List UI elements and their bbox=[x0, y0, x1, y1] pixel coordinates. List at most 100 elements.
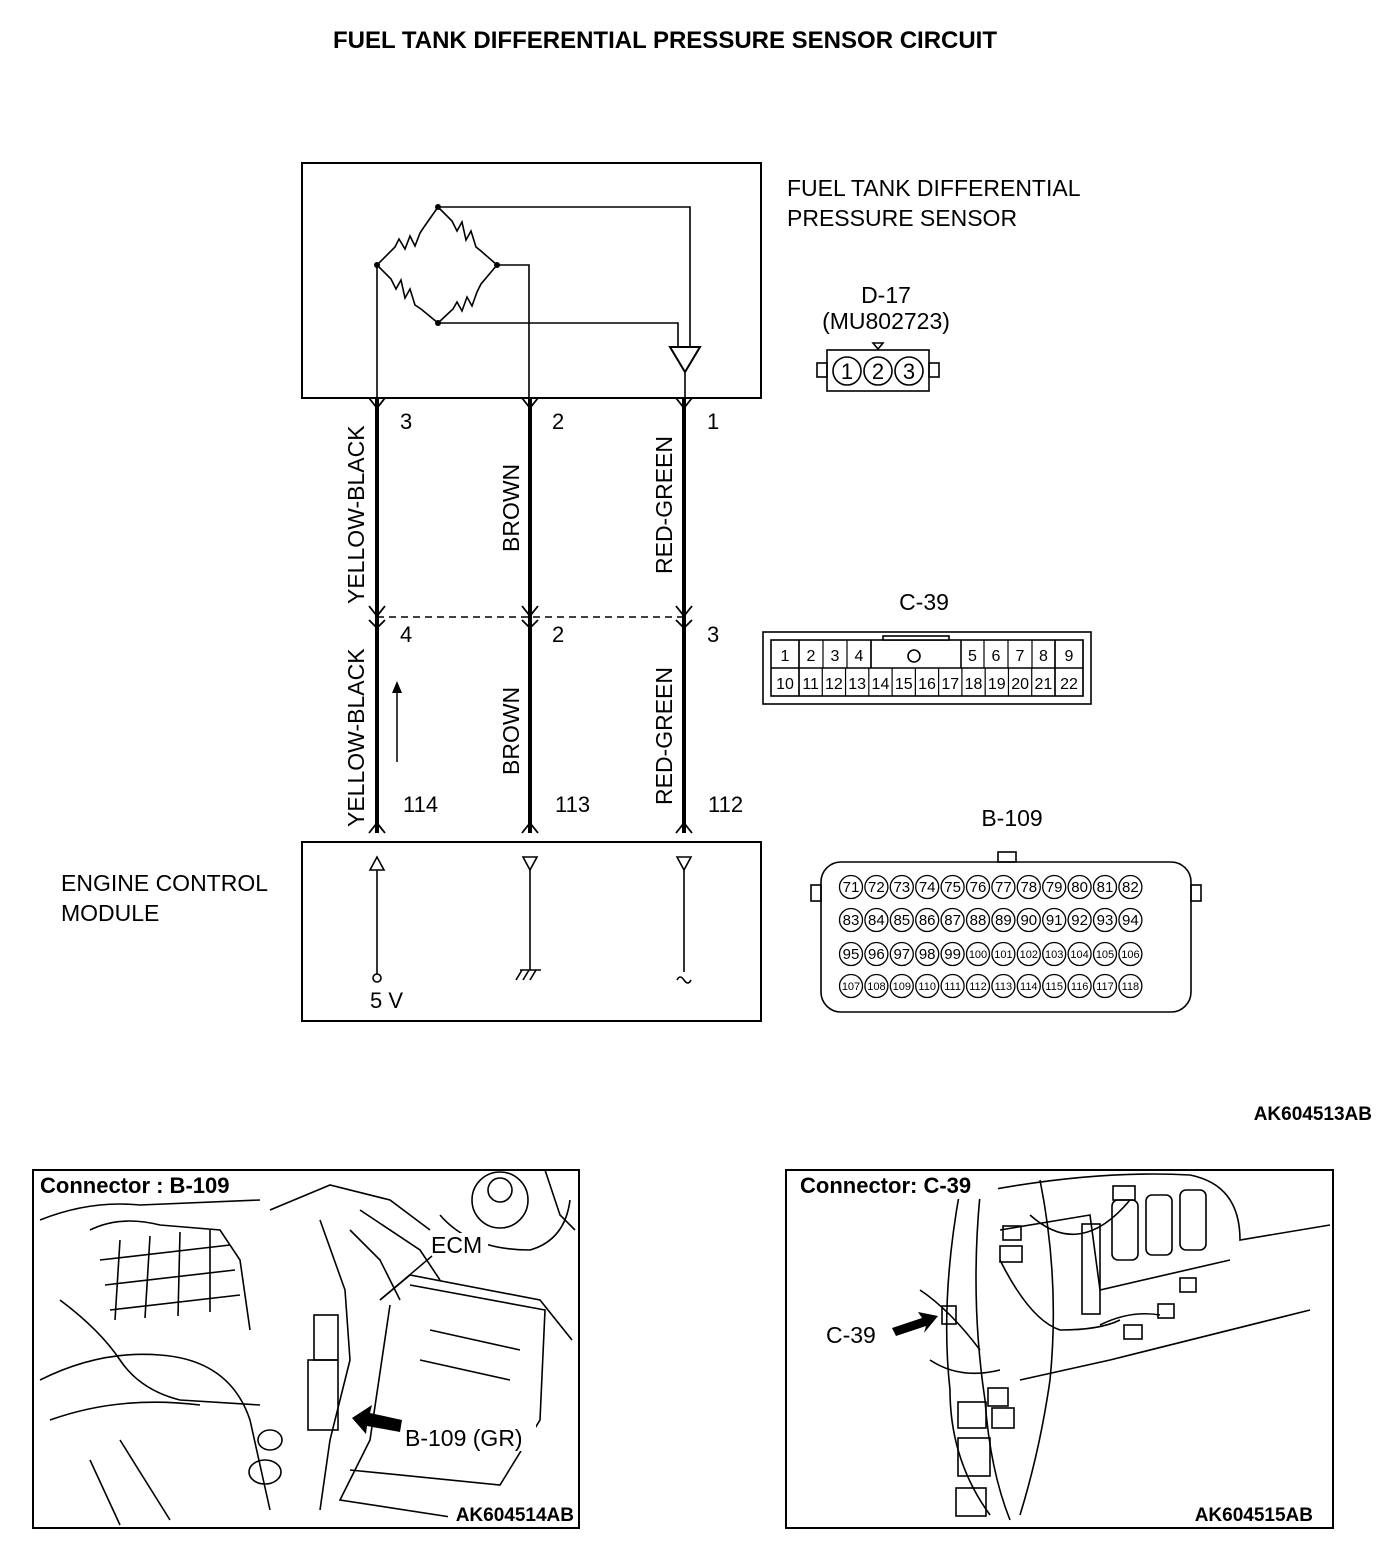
c39-cavity-1: 1 bbox=[781, 648, 790, 665]
b109-cavity-ring bbox=[965, 941, 991, 967]
b109-cavity-73: 73 bbox=[893, 879, 910, 896]
wheatstone-bridge bbox=[376, 206, 702, 398]
b109-cavity-ring bbox=[889, 907, 914, 933]
sensor-pin-3: 3 bbox=[400, 409, 412, 434]
b109-cavity-ring bbox=[1067, 874, 1092, 900]
b109-cavity-105: 105 bbox=[1096, 949, 1114, 961]
ecm-pin-113: 113 bbox=[555, 792, 590, 817]
b109-cavity-ring bbox=[1016, 941, 1041, 967]
b109-cavity-ring bbox=[940, 941, 965, 967]
b109-cavity-ring bbox=[940, 874, 965, 900]
photo-connector-c39: Connector: C-39 C-39 AK604515AB bbox=[785, 1169, 1334, 1529]
figure-code-left: AK604514AB bbox=[456, 1505, 574, 1526]
b109-cavity-79: 79 bbox=[1046, 879, 1063, 896]
b109-cavity-ring bbox=[1042, 907, 1067, 933]
c39-cavity-6: 6 bbox=[992, 648, 1001, 665]
b109-cavity-ring bbox=[1118, 907, 1143, 933]
b109-cavity-ring bbox=[991, 973, 1016, 999]
b109-connector-face bbox=[810, 851, 1202, 1013]
b109-cavity-ring bbox=[1118, 874, 1143, 900]
b109-cavity-93: 93 bbox=[1097, 912, 1114, 929]
b109-cavity-ring bbox=[1042, 973, 1067, 999]
junction-pin-4: 4 bbox=[400, 622, 412, 647]
b109-cavity-ring bbox=[889, 973, 914, 999]
wire-color-brown-upper: BROWN bbox=[498, 464, 524, 552]
c39-cavity-5: 5 bbox=[968, 648, 977, 665]
b109-cavity-ring bbox=[1092, 973, 1118, 999]
ecm-label-line1: ENGINE CONTROL bbox=[61, 870, 268, 896]
wire-color-yellow-black-lower: YELLOW-BLACK bbox=[343, 648, 369, 827]
b109-cavity-ring bbox=[1016, 874, 1041, 900]
b109-cavity-94: 94 bbox=[1122, 912, 1139, 929]
b109-cavity-82: 82 bbox=[1122, 879, 1139, 896]
ecm-pin-114: 114 bbox=[403, 792, 438, 817]
b109-cavity-98: 98 bbox=[919, 946, 936, 963]
b109-cavity-103: 103 bbox=[1045, 949, 1063, 961]
b109-cavity-116: 116 bbox=[1071, 981, 1089, 993]
photo-b109-pointer-arrow-icon bbox=[352, 1405, 402, 1434]
b109-cavity-109: 109 bbox=[893, 981, 911, 993]
b109-cavity-ring bbox=[1118, 973, 1143, 999]
b109-cavity-118: 118 bbox=[1122, 981, 1140, 993]
b109-cavity-ring bbox=[838, 874, 864, 900]
b109-cavity-81: 81 bbox=[1097, 879, 1114, 896]
b109-cavity-95: 95 bbox=[843, 946, 860, 963]
c39-cavity-12: 12 bbox=[825, 676, 843, 693]
b109-cavity-86: 86 bbox=[919, 912, 936, 929]
photo-b109-header: Connector : B-109 bbox=[40, 1173, 229, 1198]
sensor-label-line2: PRESSURE SENSOR bbox=[787, 205, 1017, 231]
b109-cavity-117: 117 bbox=[1096, 981, 1114, 993]
c39-cavity-13: 13 bbox=[848, 676, 866, 693]
b109-cavity-ring bbox=[965, 907, 991, 933]
b109-cavity-97: 97 bbox=[893, 946, 910, 963]
b109-cavity-75: 75 bbox=[944, 879, 961, 896]
b109-cavity-110: 110 bbox=[918, 981, 936, 993]
b109-cavity-ring bbox=[1067, 941, 1092, 967]
b109-cavity-ring bbox=[889, 941, 914, 967]
b109-cavity-ring bbox=[838, 973, 864, 999]
b109-cavity-ring bbox=[940, 907, 965, 933]
wire-color-red-green-upper: RED-GREEN bbox=[651, 436, 677, 574]
b109-cavity-ring bbox=[864, 874, 889, 900]
supply-voltage-label: 5 V bbox=[370, 988, 403, 1013]
b109-cavity-ring bbox=[864, 941, 889, 967]
signal-direction-arrow-icon bbox=[392, 681, 402, 762]
dash-harness-illustration bbox=[919, 1173, 1331, 1521]
wire-color-yellow-black-upper: YELLOW-BLACK bbox=[343, 425, 369, 604]
c39-connector-face bbox=[762, 631, 1092, 705]
ecm-internal-circuits bbox=[368, 855, 693, 984]
c39-cavity-18: 18 bbox=[965, 676, 983, 693]
b109-cavity-ring bbox=[864, 973, 889, 999]
b109-cavity-ring bbox=[915, 973, 940, 999]
b109-cavity-113: 113 bbox=[995, 981, 1013, 993]
b109-cavity-104: 104 bbox=[1070, 949, 1088, 961]
b109-cavity-99: 99 bbox=[944, 946, 961, 963]
b109-cavity-96: 96 bbox=[868, 946, 885, 963]
b109-cavity-ring bbox=[991, 941, 1016, 967]
d17-pin-3: 3 bbox=[903, 359, 915, 384]
b109-cavity-ring bbox=[1118, 941, 1143, 967]
photo-b109-ecm-label: ECM bbox=[431, 1232, 482, 1258]
c39-cavity-8: 8 bbox=[1039, 648, 1048, 665]
d17-name: D-17 bbox=[861, 282, 911, 308]
b109-cavity-76: 76 bbox=[970, 879, 987, 896]
ecm-label-line2: MODULE bbox=[61, 900, 159, 926]
b109-cavity-ring bbox=[838, 907, 864, 933]
b109-cavity-80: 80 bbox=[1071, 879, 1088, 896]
b109-cavity-107: 107 bbox=[842, 981, 860, 993]
b109-cavity-ring bbox=[991, 874, 1016, 900]
c39-cavity-20: 20 bbox=[1011, 676, 1029, 693]
b109-cavity-ring bbox=[1067, 973, 1092, 999]
b109-cavity-ring bbox=[838, 941, 864, 967]
d17-pin-2: 2 bbox=[872, 359, 884, 384]
b109-cavity-ring bbox=[1042, 874, 1067, 900]
c39-cavity-4: 4 bbox=[855, 648, 864, 665]
photo-c39-header: Connector: C-39 bbox=[800, 1173, 971, 1198]
b109-cavity-90: 90 bbox=[1020, 912, 1037, 929]
b109-cavity-ring bbox=[940, 973, 965, 999]
wire-color-brown-lower: BROWN bbox=[498, 687, 524, 775]
c39-cavity-11: 11 bbox=[802, 676, 819, 693]
b109-name: B-109 bbox=[981, 805, 1042, 831]
b109-cavity-88: 88 bbox=[970, 912, 987, 929]
